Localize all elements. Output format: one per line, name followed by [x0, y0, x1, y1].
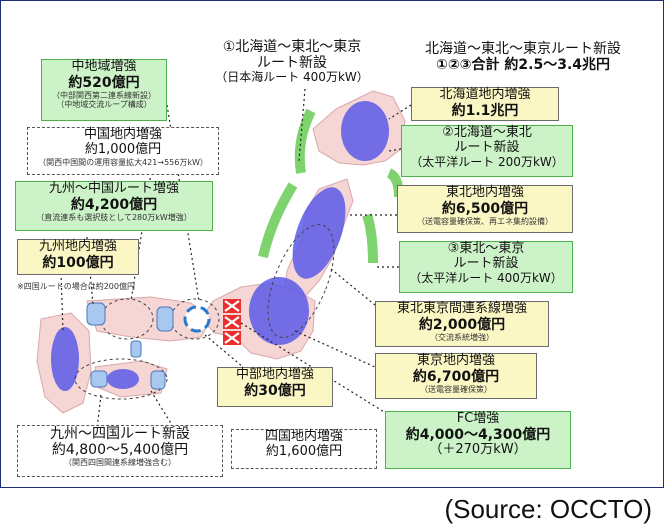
tohoku-tokyo-box: 東北東京間連系線増強 約2,000億円 （交流系統増強） [375, 301, 549, 347]
shikoku-internal-box: 四国地内増強 約1,600億円 [231, 429, 377, 469]
tokyo-internal-amount: 約6,700億円 [412, 368, 500, 385]
tokyo-internal-note: （送電容量確保策） [420, 385, 492, 395]
kyushu-internal-box: 九州地内増強 約100億円 [17, 239, 139, 275]
tohoku-tokyo-title: 東北東京間連系線増強 [396, 301, 527, 316]
kyushu-shikoku-box: 九州～四国ルート新設 約4,800～5,400億円 （関西四国間連系線増強含む） [17, 425, 223, 477]
shikoku-kansai-connector [150, 370, 166, 390]
route2-subtitle: ルート新設 [454, 139, 520, 155]
route2-title: ②北海道～東北 [442, 125, 532, 140]
route1-label: ①北海道～東北～東京 ルート新設 （日本海ルート 400万kW） [207, 39, 377, 91]
route1-detail: （日本海ルート 400万kW） [215, 70, 369, 85]
kyushu-chugoku-amount: 約4,200億円 [70, 196, 158, 213]
kyushu-ellipse [51, 327, 79, 391]
total-line2: ①②③合計 約2.5～3.4兆円 [435, 57, 611, 74]
leader-route1 [298, 88, 306, 162]
leader-hokkaido [388, 104, 412, 120]
fc-converter-mark-1 [224, 300, 240, 312]
fc-box: FC増強 約4,000～4,300億円 （＋270万kW） [385, 411, 571, 469]
kyushu-chugoku-title: 九州～中国ルート増強 [48, 181, 179, 196]
fc-converter-mark-2 [224, 316, 240, 328]
route1-subtitle: ルート新設 [257, 55, 327, 72]
chubu-region-note1: （中部関西第二連系線新設） [52, 91, 156, 101]
hokkaido-internal-amount: 約1.1兆円 [451, 102, 519, 119]
route3-detail: （太平洋ルート 400万kW） [409, 270, 563, 285]
kyushu-chugoku-note: （直流連系も選択肢として280万kW増強） [36, 213, 192, 223]
route2-detail: （太平洋ルート 200万kW） [410, 154, 564, 169]
kyushu-chugoku-connector [86, 302, 106, 326]
hokkaido-internal-box: 北海道地内増強 約1.1兆円 [411, 87, 559, 121]
route1-arrow-mid [258, 182, 298, 259]
kyushu-shikoku-title: 九州～四国ルート新設 [50, 426, 190, 442]
fc-detail: （＋270万kW） [429, 442, 527, 458]
leader-chubu-region [166, 104, 200, 302]
chubu-internal-box: 中部地内増強 約30億円 [217, 367, 333, 407]
fc-converter-mark-3 [224, 332, 240, 344]
tohoku-ellipse [292, 187, 346, 279]
tokyo-ellipse [249, 277, 309, 345]
total-line1: 北海道～東北～東京ルート新設 [425, 41, 621, 57]
tokyo-internal-title: 東京地内増強 [416, 353, 495, 368]
chubu-internal-amount: 約30億円 [244, 382, 306, 399]
chubu-region-amount: 約520億円 [68, 74, 140, 91]
kyushu-internal-title: 九州地内増強 [38, 239, 117, 254]
tokyo-internal-box: 東京地内増強 約6,700億円 （送電容量確保策） [375, 353, 537, 399]
shikoku-dashed-ellipse [74, 358, 168, 400]
leader-tohoku-tokyo [330, 268, 376, 306]
chugoku-internal-title: 中国地内増強 [83, 127, 162, 142]
chugoku-shikoku-connector [130, 340, 142, 358]
total-label: 北海道～東北～東京ルート新設 ①②③合計 約2.5～3.4兆円 [403, 41, 643, 79]
chubu-internal-title: 中部地内増強 [235, 367, 314, 382]
route3-box: ③東北～東京 ルート新設 （太平洋ルート 400万kW） [399, 241, 573, 293]
tohoku-tokyo-note: （交流系統増強） [430, 333, 494, 343]
chugoku-internal-note: （関西中国間の運用容量拡大421→556万kW） [38, 157, 208, 167]
tohoku-tokyo-amount: 約2,000億円 [418, 316, 506, 333]
shikoku-ellipse [107, 369, 139, 389]
leader-kyushu-shikoku [96, 394, 102, 430]
source-caption: (Source: OCCTO) [444, 494, 652, 524]
route1-arrow-upper [294, 108, 316, 174]
chugoku-kansai-connector [156, 306, 174, 332]
tohoku-internal-title: 東北地内増強 [445, 185, 524, 200]
leader-route2 [388, 148, 402, 152]
kyushu-shikoku-connector [90, 370, 108, 388]
chubu-region-note2: （中地域交流ループ構成） [56, 100, 152, 110]
route2-box: ②北海道～東北 ルート新設 （太平洋ルート 200万kW） [401, 125, 573, 177]
fc-amount: 約4,000～4,300億円 [405, 426, 551, 443]
route3-arrow [362, 213, 378, 264]
kyushu-shikoku-note: （関西四国間連系線増強含む） [64, 458, 176, 468]
shikoku-route-note: ※四国ルートの場合は約200億円 [17, 282, 135, 291]
route1-title: ①北海道～東北～東京 [222, 39, 362, 55]
kyushu-internal-amount: 約100億円 [42, 254, 114, 271]
diagram-frame: ①北海道～東北～東京 ルート新設 （日本海ルート 400万kW） 北海道～東北～… [0, 0, 664, 488]
shikoku-internal-amount: 約1,600億円 [265, 443, 343, 459]
route3-subtitle: ルート新設 [453, 255, 519, 271]
japan-map [36, 88, 412, 434]
tohoku-internal-note: （送電容量確保策、再エネ集約設備） [417, 217, 553, 227]
hokkaido-ellipse [341, 101, 389, 161]
leader-chubu-internal [204, 334, 244, 368]
shikoku-internal-title: 四国地内増強 [264, 429, 343, 444]
chubu-loop-circle [183, 305, 211, 333]
kyushu-chugoku-box: 九州～中国ルート増強 約4,200億円 （直流連系も選択肢として280万kW増強… [15, 181, 213, 231]
tohoku-internal-box: 東北地内増強 約6,500億円 （送電容量確保策、再エネ集約設備） [397, 185, 573, 233]
chubu-region-box: 中地域増強 約520億円 （中部関西第二連系線新設） （中地域交流ループ構成） [41, 59, 167, 121]
tohoku-internal-amount: 約6,500億円 [441, 200, 529, 217]
chubu-region-title: 中地域増強 [71, 59, 137, 74]
fc-title: FC増強 [456, 411, 500, 426]
kyushu-shikoku-amount: 約4,800～5,400億円 [51, 442, 189, 459]
chugoku-internal-box: 中国地内増強 約1,000億円 （関西中国間の運用容量拡大421→556万kW） [27, 127, 219, 175]
hokkaido-internal-title: 北海道地内増強 [439, 87, 531, 102]
tohoku-tokyo-dashed-ellipse [267, 224, 335, 338]
route3-title: ③東北～東京 [447, 241, 525, 256]
leader-fc [240, 322, 390, 416]
chugoku-internal-amount: 約1,000億円 [84, 141, 162, 157]
